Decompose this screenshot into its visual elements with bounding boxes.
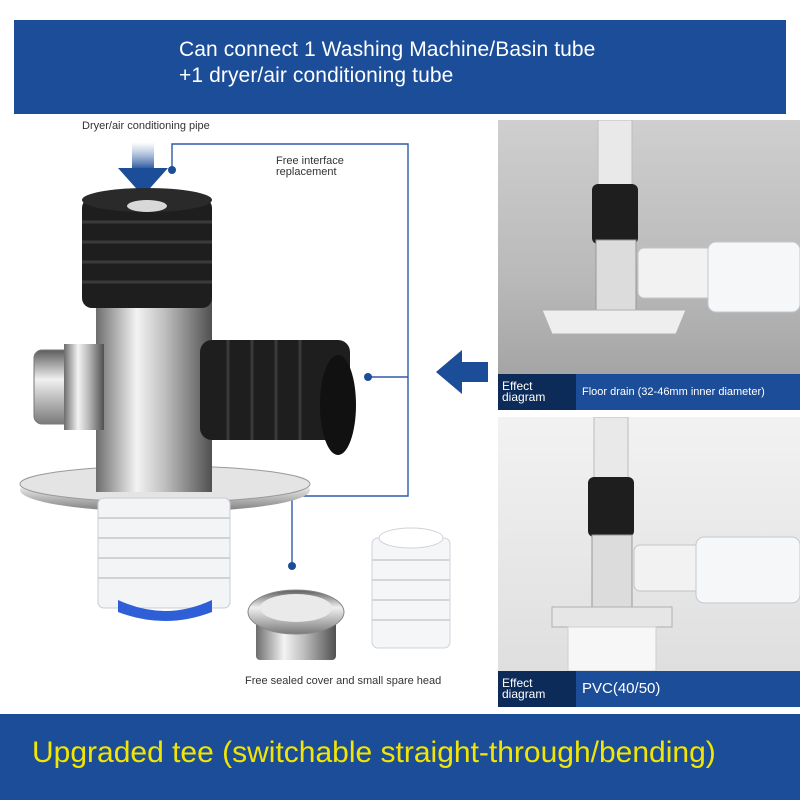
left-arrow-icon [436, 350, 488, 394]
spare-head [371, 527, 451, 649]
bottom-banner: Upgraded tee (switchable straight-throug… [0, 714, 800, 800]
effect-caption-2: Effect diagram PVC(40/50) [498, 671, 800, 707]
dryer-pipe-label: Dryer/air conditioning pipe [82, 120, 210, 132]
down-arrow-icon [118, 142, 168, 196]
free-sealed-label: Free sealed cover and small spare head [245, 675, 442, 687]
effect-desc-2: PVC(40/50) [582, 680, 661, 697]
sealed-cover [247, 589, 345, 660]
top-banner: Can connect 1 Washing Machine/Basin tube… [14, 20, 786, 114]
header-line-2: +1 dryer/air conditioning tube [179, 64, 454, 87]
footer-caption: Upgraded tee (switchable straight-throug… [32, 736, 716, 769]
effect-caption-1: Effect diagram Floor drain (32-46mm inne… [498, 374, 800, 410]
effect-photo-floor-drain: Effect diagram Floor drain (32-46mm inne… [498, 120, 800, 410]
free-interface-label: Free interface replacement [276, 155, 344, 178]
effect-photo-pvc: Effect diagram PVC(40/50) [498, 417, 800, 707]
effect-desc-1: Floor drain (32-46mm inner diameter) [582, 386, 765, 398]
effect-tag-2: Effect diagram [498, 671, 576, 707]
effect-tag-1: Effect diagram [498, 374, 576, 410]
callout-lines [171, 143, 409, 566]
header-line-1: Can connect 1 Washing Machine/Basin tube [179, 38, 596, 61]
